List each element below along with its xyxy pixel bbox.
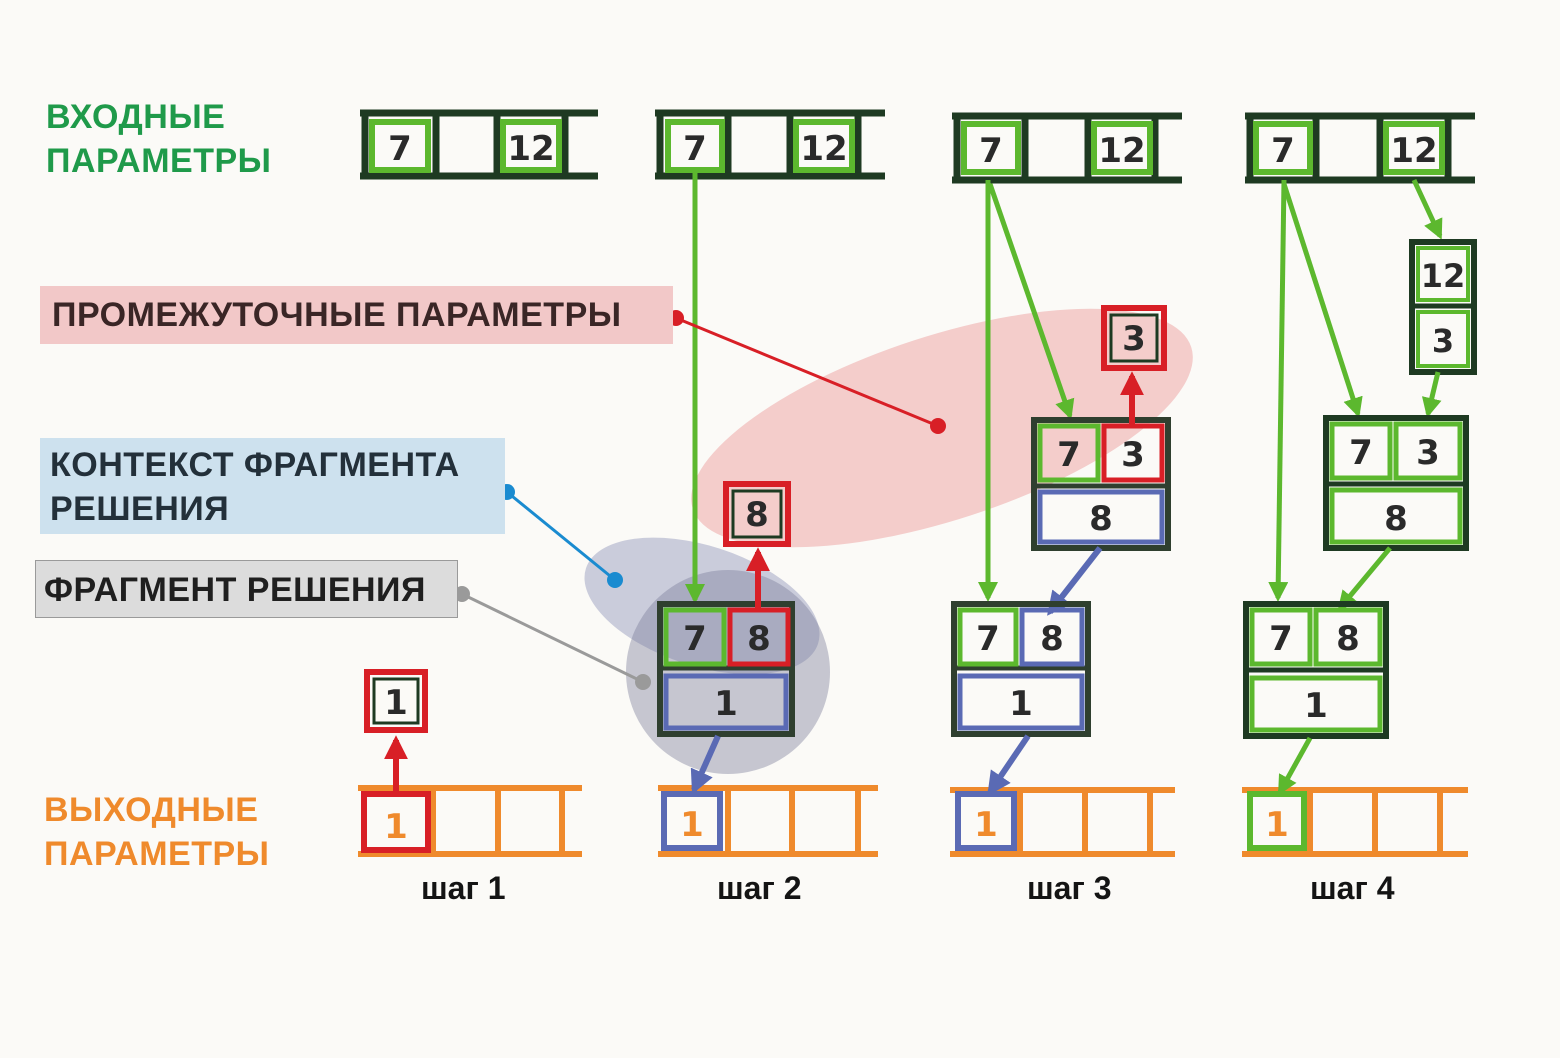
label-line: ФРАГМЕНТ РЕШЕНИЯ [44, 571, 426, 609]
step4-column-arrow [1421, 371, 1442, 418]
step2-intermediate-box [723, 481, 791, 547]
step2-result-value: 1 [714, 684, 738, 724]
step2-input-copy: 7 [683, 619, 707, 659]
input-array-step-1 [360, 109, 598, 180]
step-label-1: шаг 1 [421, 870, 506, 906]
step3-intermediate-box [1101, 305, 1167, 371]
label-line: ПАРАМЕТРЫ [46, 142, 272, 180]
label-line: КОНТЕКСТ ФРАГМЕНТА [50, 446, 460, 484]
input-value-12: 12 [507, 129, 554, 169]
step4-context-arrow [1337, 546, 1392, 612]
step3-result-value: 1 [1009, 684, 1033, 724]
input-value-12: 12 [800, 129, 847, 169]
step3-context-value: 8 [1089, 499, 1113, 539]
step3-down-arrow [987, 734, 1031, 796]
step4-column-bottom: 3 [1432, 322, 1454, 360]
step4-arrow-diag [1281, 183, 1363, 418]
step4-output-value: 1 [1265, 805, 1289, 845]
intermediate-callout-line [675, 316, 939, 428]
fragment-callout-line [461, 592, 644, 684]
input-value-7: 7 [388, 129, 412, 169]
solution-fragment-label: ФРАГМЕНТ РЕШЕНИЯ [35, 560, 458, 618]
output-cell-step-4 [1247, 791, 1307, 851]
step4-arrow-left [1268, 179, 1289, 602]
step4-context-intermediate: 3 [1416, 433, 1440, 473]
step2-output-value: 1 [680, 805, 704, 845]
label-line: ВЫХОДНЫЕ [44, 791, 259, 829]
step4-fragment-context: 8 [1336, 619, 1360, 659]
step1-intermediate-box [364, 669, 428, 733]
input-value-7: 7 [683, 129, 707, 169]
step3-context-input: 7 [1057, 435, 1081, 475]
step1-intermediate-value: 1 [384, 683, 408, 723]
step4-arrow-right [1411, 178, 1443, 240]
step-label-3: шаг 3 [1027, 870, 1112, 906]
step4-down-arrow [1277, 736, 1313, 796]
input-value-12: 12 [1390, 131, 1437, 171]
output-cell-step-3 [955, 791, 1017, 851]
step4-context-value: 8 [1384, 499, 1408, 539]
input-value-7: 7 [979, 131, 1003, 171]
step3-context-intermediate: 3 [1121, 435, 1145, 475]
context-callout-line [506, 490, 616, 582]
step4-result-value: 1 [1304, 686, 1328, 726]
label-line: ПРОМЕЖУТОЧНЫЕ ПАРАМЕТРЫ [52, 296, 622, 334]
input-cells [369, 119, 1445, 175]
step4-fragment-input: 7 [1269, 619, 1293, 659]
step4-column-top: 12 [1421, 257, 1466, 295]
step4-context-input: 7 [1349, 433, 1373, 473]
fragment-highlight-circle [626, 570, 830, 774]
step1-output-value: 1 [384, 807, 408, 847]
step3-arrow-diag [987, 183, 1075, 420]
label-line: РЕШЕНИЯ [50, 490, 230, 528]
label-line: ВХОДНЫЕ [46, 98, 226, 136]
step-label-4: шаг 4 [1310, 870, 1395, 906]
step3-fragment-input: 7 [976, 619, 1000, 659]
step-label-2: шаг 2 [717, 870, 802, 906]
step2-intermediate-copy: 8 [747, 619, 771, 659]
intermediate-parameters-label: ПРОМЕЖУТОЧНЫЕ ПАРАМЕТРЫ [40, 286, 673, 344]
input-value-12: 12 [1098, 131, 1145, 171]
step2-down-arrow [690, 734, 721, 795]
label-line: ПАРАМЕТРЫ [44, 835, 270, 873]
input-value-7: 7 [1271, 131, 1295, 171]
step3-fragment-context: 8 [1040, 619, 1064, 659]
step2-intermediate-value: 8 [745, 495, 769, 535]
output-parameters-label: ВЫХОДНЫЕ ПАРАМЕТРЫ [44, 788, 269, 876]
fragment-context-label: КОНТЕКСТ ФРАГМЕНТА РЕШЕНИЯ [40, 438, 505, 534]
step3-output-value: 1 [974, 805, 998, 845]
step3-intermediate-value: 3 [1122, 319, 1146, 359]
input-parameters-label: ВХОДНЫЕ ПАРАМЕТРЫ [46, 95, 271, 183]
